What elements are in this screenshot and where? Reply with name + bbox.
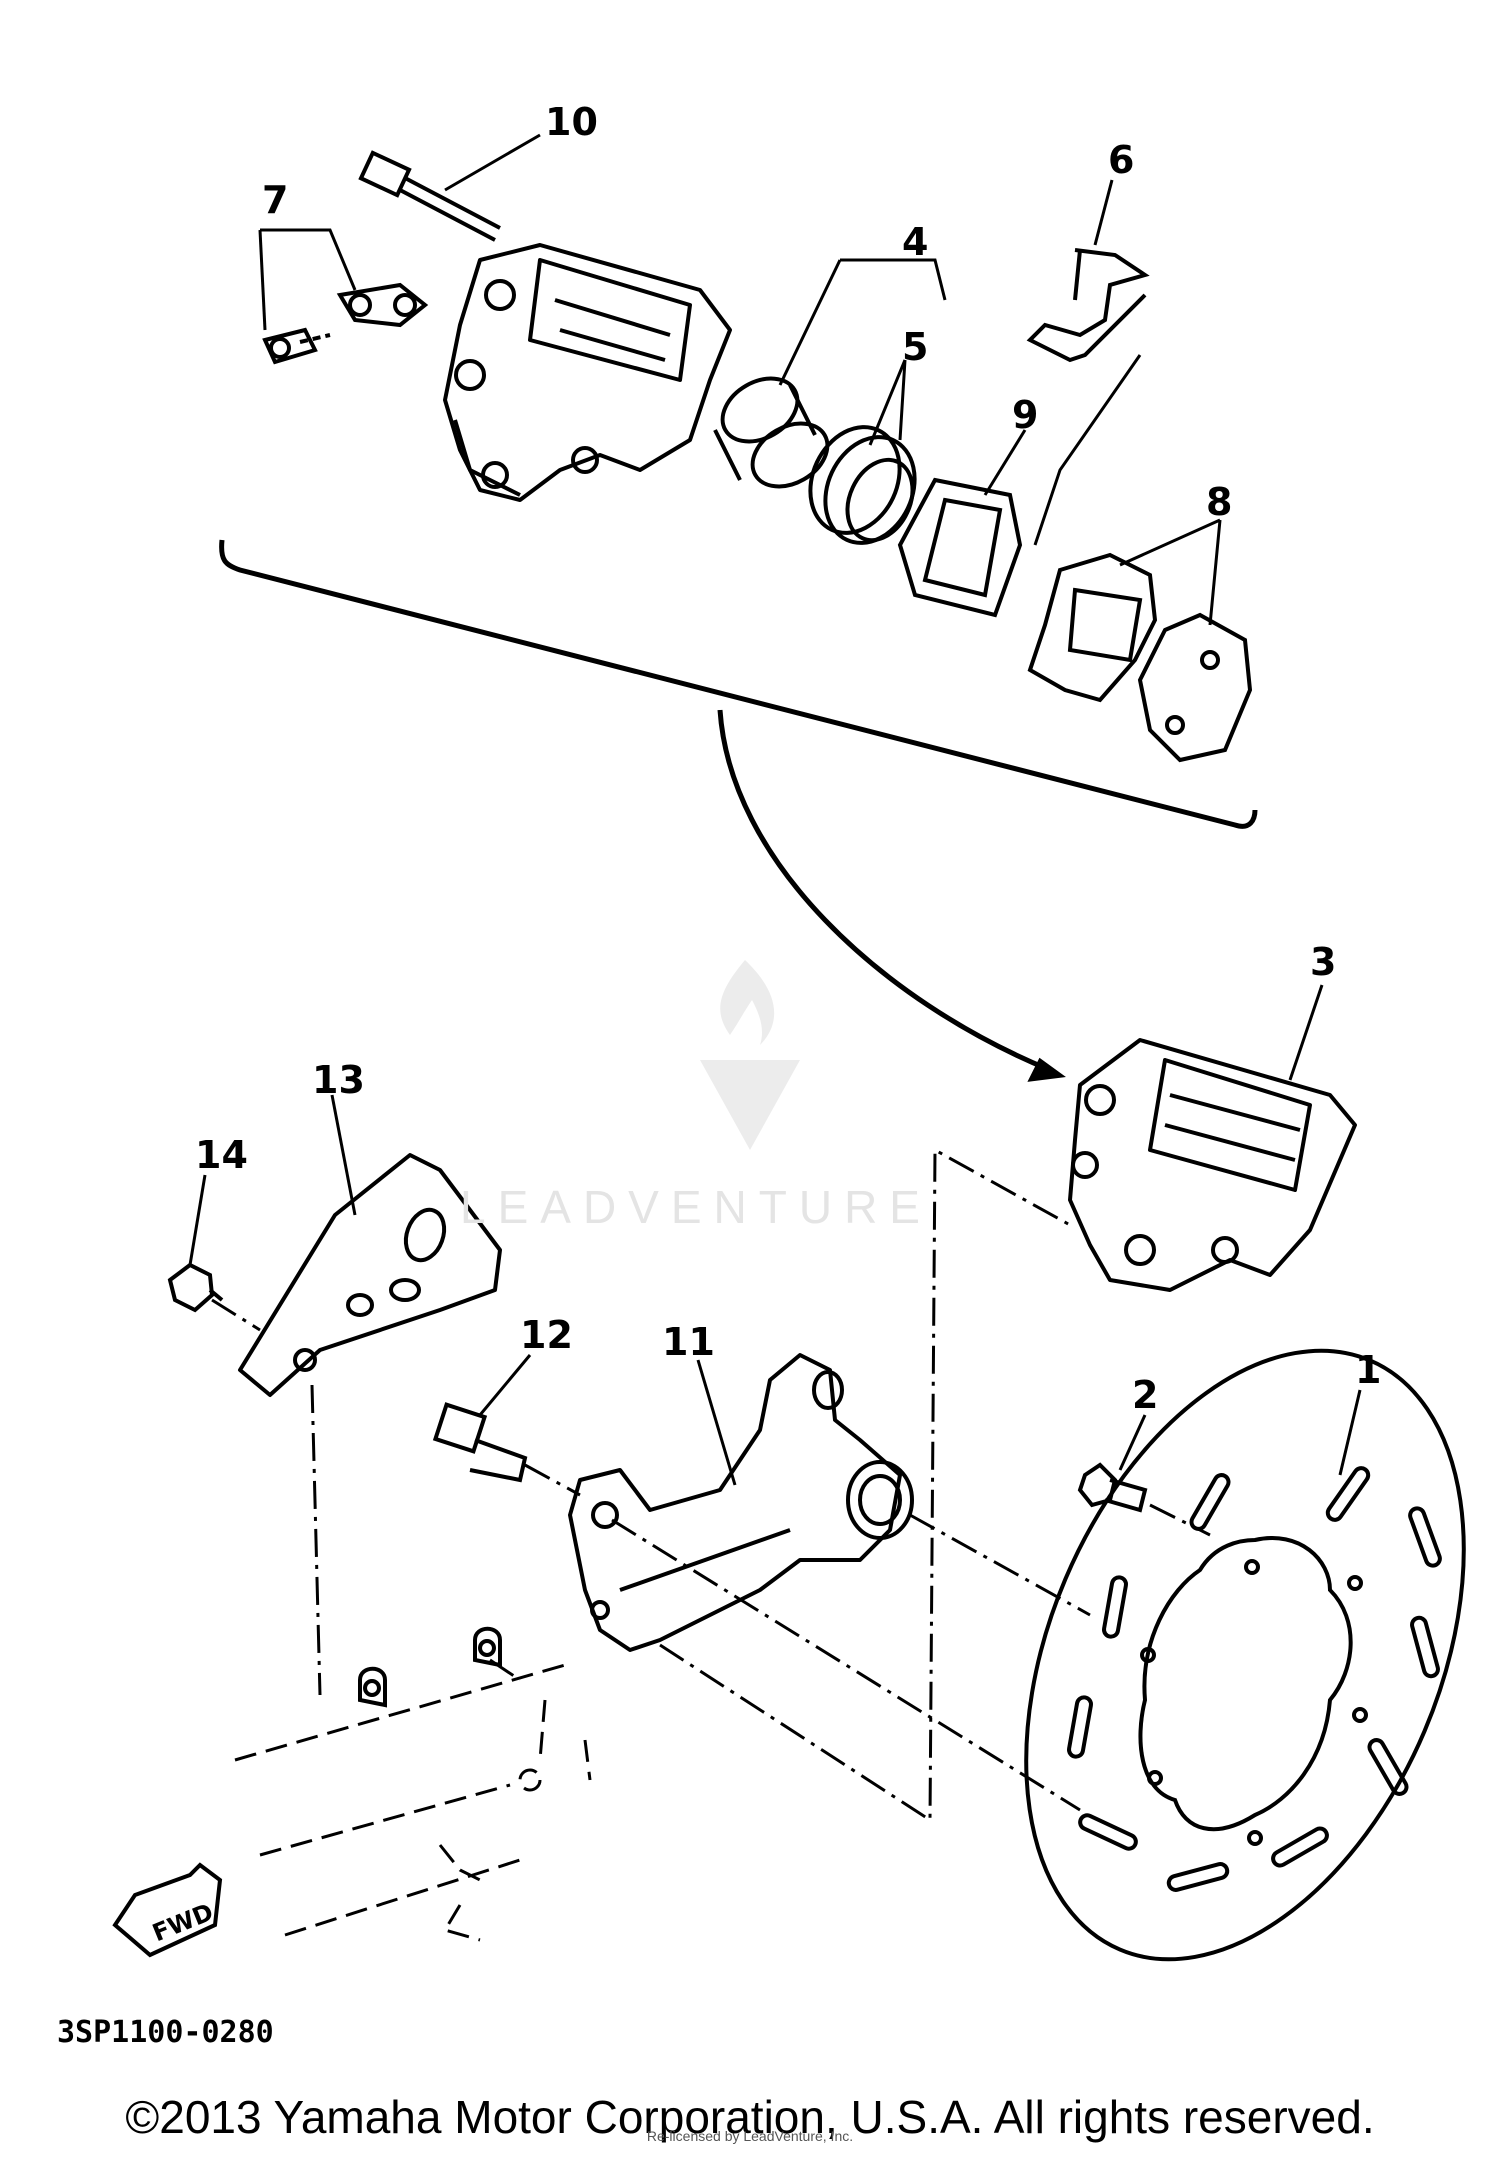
- part-labels: 10 7 6 4 5 9 8 3 13 14 12 11 2 1: [195, 100, 1381, 1417]
- disc-bolt: [1077, 1462, 1148, 1513]
- part-label-12: 12: [520, 1313, 573, 1357]
- caliper-bolt: [358, 150, 501, 242]
- leader-line-12: [478, 1354, 532, 1416]
- part-label-5: 5: [902, 325, 928, 369]
- part-label-10: 10: [545, 100, 598, 144]
- part-label-8: 8: [1206, 480, 1232, 524]
- leader-line-13: [330, 1094, 357, 1216]
- bracket-bolt: [432, 1402, 528, 1483]
- disc-slots: [1067, 1466, 1442, 1892]
- part-label-1: 1: [1355, 1348, 1381, 1392]
- part-label-7: 7: [262, 178, 288, 222]
- part-label-13: 13: [312, 1058, 365, 1102]
- caliper-guard: [238, 1153, 502, 1397]
- copyright-notice: ©2013 Yamaha Motor Corporation, U.S.A. A…: [125, 2091, 1375, 2143]
- assembly-arrow-line: [717, 709, 1051, 1073]
- assembly-bracket-line: [219, 539, 1258, 829]
- leader-line-14: [188, 1174, 207, 1266]
- leader-lines-top: [258, 133, 1222, 626]
- part-label-14: 14: [195, 1133, 248, 1177]
- watermark-text: LEADVENTURE: [460, 1181, 932, 1233]
- part-label-9: 9: [1012, 393, 1038, 437]
- piston-seals: [808, 425, 917, 545]
- leader-line-11: [696, 1359, 737, 1486]
- part-label-11: 11: [662, 1320, 715, 1364]
- leader-line-1: [1338, 1389, 1362, 1476]
- part-label-2: 2: [1132, 1373, 1158, 1417]
- part-label-6: 6: [1108, 138, 1134, 182]
- brake-disc: [1024, 1348, 1466, 1962]
- caliper-body-exploded: [443, 243, 732, 502]
- leadventure-logo-watermark: [700, 960, 800, 1150]
- caliper-bracket: [568, 1353, 914, 1652]
- pad-insulator: [897, 477, 1023, 618]
- part-label-4: 4: [902, 220, 928, 264]
- licensed-note: Re-licensed by LeadVenture, Inc.: [646, 2128, 854, 2144]
- bleed-screw-set: [262, 282, 429, 365]
- diagram-code: 3SP1100-0280: [57, 2015, 274, 2050]
- brake-pads: [1027, 552, 1253, 763]
- pad-spring: [1026, 248, 1150, 363]
- assembly-arrow-head: [1027, 1057, 1066, 1082]
- assembly-centerlines: [211, 1147, 1211, 1823]
- leader-line-3: [1288, 984, 1324, 1081]
- part-label-3: 3: [1310, 940, 1336, 984]
- caliper-piston: [713, 376, 830, 489]
- leader-line-2: [1118, 1414, 1147, 1471]
- caliper-assembly: [1068, 1038, 1357, 1292]
- fwd-arrow-icon: FWD: [112, 1862, 223, 1958]
- swingarm-outline: [234, 1663, 592, 1942]
- guard-bolt: [167, 1262, 224, 1313]
- swingarm-lugs: [358, 1626, 502, 1708]
